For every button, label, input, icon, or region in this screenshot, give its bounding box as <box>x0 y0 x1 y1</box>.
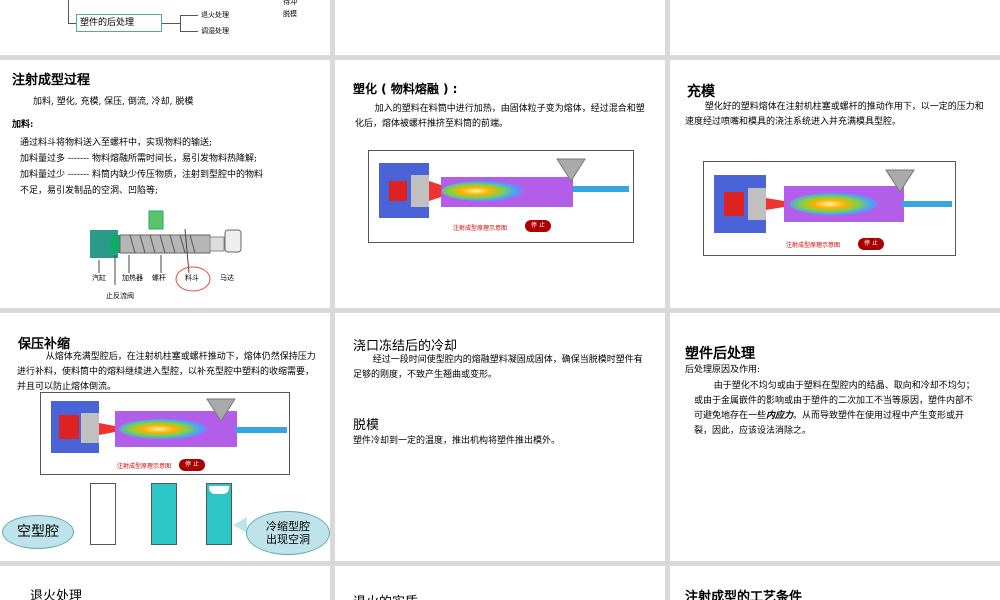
line-3: 加料量过少 ------- 料筒内缺少传压物质，注射到型腔中的物料 <box>20 170 264 180</box>
shrink-cavity-callout: 冷缩型腔出现空洞 <box>246 511 330 555</box>
screw-rod <box>902 201 952 207</box>
section-label: 后处理原因及作用: <box>685 365 761 375</box>
motor <box>224 229 242 253</box>
slide-post-process[interactable]: 塑件后处理 后处理原因及作用: 由于塑化不均匀或由于塑料在型腔内的结晶、取向和冷… <box>670 313 1000 561</box>
label-heater: 加热器 <box>122 274 143 282</box>
slide-top-middle[interactable] <box>335 0 665 55</box>
stop-button[interactable]: 停 止 <box>179 459 205 471</box>
tree-line <box>68 23 76 24</box>
shrunk-cavity <box>206 483 232 545</box>
process-steps: 加料, 塑化, 充模, 保压, 倒流, 冷却, 脱模 <box>33 97 194 107</box>
melt <box>790 193 878 215</box>
slide-body: 由于塑化不均匀或由于塑料在型腔内的结晶、取向和冷却不均匀；或由于金属嵌件的影响或… <box>694 381 975 436</box>
tree-line <box>68 0 69 24</box>
animation-caption: 注射成型原理示意图 <box>117 463 172 470</box>
animation-frame: 注射成型原理示意图 停 止 <box>40 392 290 475</box>
melt <box>119 419 207 439</box>
section-label: 加料: <box>12 120 34 130</box>
stop-button[interactable]: 停 止 <box>525 220 551 232</box>
hold-animation <box>51 398 287 453</box>
empty-cavity <box>90 483 116 545</box>
animation-caption: 注射成型原理示意图 <box>453 225 508 232</box>
slide-title: 充模 <box>687 84 715 100</box>
hopper-highlight <box>175 266 211 292</box>
slide-annealing[interactable]: 退火处理 <box>0 566 330 600</box>
slide-process-conditions[interactable]: 注射成型的工艺条件 <box>670 566 1000 600</box>
label-screw: 螺杆 <box>152 274 166 282</box>
animation-caption: 注射成型原理示意图 <box>786 242 841 249</box>
slide-fill[interactable]: 充模 塑化好的塑料熔体在注射机柱塞或螺杆的推动作用下，以一定的压力和速度经过喷嘴… <box>670 60 1000 308</box>
slide-plasticize[interactable]: 塑化 ( 物料熔融 ) : 加入的塑料在料筒中进行加热，由固体粒子变为熔体，经过… <box>335 60 665 308</box>
slide-title: 保压补缩 <box>18 337 71 352</box>
tree-text-1: 待冲 <box>283 0 297 6</box>
label-cylinder: 汽缸 <box>92 274 106 282</box>
hopper <box>885 169 915 193</box>
slide-title: 注射成型过程 <box>12 73 91 88</box>
slide-injection-process[interactable]: 注射成型过程 加料, 塑化, 充模, 保压, 倒流, 冷却, 脱模 加料: 通过… <box>0 60 330 308</box>
fill-animation <box>714 169 952 233</box>
tree-branch-annealing: 退火处理 <box>201 11 229 19</box>
slide-title: 浇口冻结后的冷却 <box>353 339 458 354</box>
line-1: 通过料斗将物料送入至螺杆中，实现物料的输送; <box>20 138 213 148</box>
slide-body: 从熔体充满型腔后，在注射机柱塞或螺杆推动下，熔体仍然保持压力进行补料，使料筒中的… <box>17 352 316 392</box>
tree-node-post-process: 塑件的后处理 <box>76 14 162 32</box>
slide-body: 加入的塑料在料筒中进行加热，由固体粒子变为熔体，经过混合和塑化后，熔体被螺杆推挤… <box>355 104 645 129</box>
slide-top-left[interactable]: 塑件的后处理 退火处理 调湿处理 待冲 脱模 <box>0 0 330 55</box>
label-check-valve: 止反流阀 <box>106 292 134 300</box>
hopper <box>206 398 236 422</box>
tree-text-2: 脱模 <box>283 10 297 18</box>
inner-stress-emphasis: 内应力 <box>766 411 794 421</box>
tree-branch-humidity: 调湿处理 <box>201 27 229 35</box>
barrel <box>119 234 211 254</box>
animation-frame: 注射成型原理示意图 停 止 <box>368 150 634 243</box>
section-title: 脱模 <box>353 418 380 433</box>
slide-title: 退火处理 <box>30 589 83 600</box>
line-2: 加料量过多 ------- 物料熔融所需时间长，易引发物料热降解; <box>20 154 258 164</box>
slide-cooling[interactable]: 浇口冻结后的冷却 经过一段时间使型腔内的熔融塑料凝固成固体，确保当脱模时塑件有足… <box>335 313 665 561</box>
tree-line <box>162 23 180 24</box>
slide-body: 经过一段时间使型腔内的熔融塑料凝固成固体，确保当脱模时塑件有足够的刚度，不致产生… <box>353 355 643 380</box>
stop-button[interactable]: 停 止 <box>858 238 884 250</box>
empty-cavity-callout: 空型腔 <box>2 515 74 549</box>
slide-hold-pressure[interactable]: 保压补缩 从熔体充满型腔后，在注射机柱塞或螺杆推动下，熔体仍然保持压力进行补料，… <box>0 313 330 561</box>
screw-rod <box>573 186 629 192</box>
injection-machine-diagram <box>90 210 242 292</box>
animation-frame: 注射成型原理示意图 停 止 <box>703 161 956 256</box>
tree-line <box>180 15 181 32</box>
screw-rod <box>235 427 287 433</box>
line-4: 不足，易引发制品的空洞、凹陷等; <box>20 186 159 196</box>
slide-annealing-essence[interactable]: 退火的实质 <box>335 566 665 600</box>
tree-line <box>180 31 198 32</box>
slide-title: 塑化 ( 物料熔融 ) : <box>353 82 458 96</box>
melt <box>442 181 526 201</box>
tree-line <box>180 15 198 16</box>
slide-body: 塑化好的塑料熔体在注射机柱塞或螺杆的推动作用下，以一定的压力和速度经过喷嘴和模具… <box>685 102 984 127</box>
slide-title: 塑件后处理 <box>685 346 755 362</box>
label-motor: 马达 <box>220 274 234 282</box>
label-hopper: 料斗 <box>185 274 199 282</box>
slide-title: 退火的实质 <box>353 591 418 600</box>
filled-cavity <box>151 483 177 545</box>
plasticize-animation <box>379 158 629 218</box>
hopper <box>556 158 586 182</box>
hopper <box>148 210 164 230</box>
slide-top-right[interactable] <box>670 0 1000 55</box>
slide-title: 注射成型的工艺条件 <box>685 590 803 600</box>
section-body: 塑件冷却到一定的温度，推出机构将塑件推出模外。 <box>353 436 561 446</box>
